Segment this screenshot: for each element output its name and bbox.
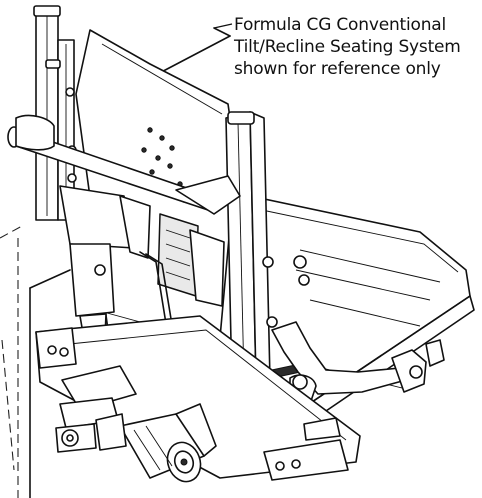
callout-line-2: Tilt/Recline Seating System	[234, 37, 461, 57]
left-rail	[33, 5, 77, 221]
actuator-assembly	[59, 185, 225, 411]
callout-line-1: Formula CG Conventional	[234, 15, 447, 35]
right-rail	[225, 111, 310, 387]
side-bracket	[271, 321, 445, 415]
push-handle-bar	[7, 114, 241, 215]
reference-callout: Formula CG Conventional Tilt/Recline Sea…	[234, 14, 474, 80]
tilt-motor	[95, 403, 217, 483]
base-frame	[35, 315, 361, 481]
reference-outline	[0, 225, 23, 498]
callout-line-3: shown for reference only	[234, 59, 441, 79]
